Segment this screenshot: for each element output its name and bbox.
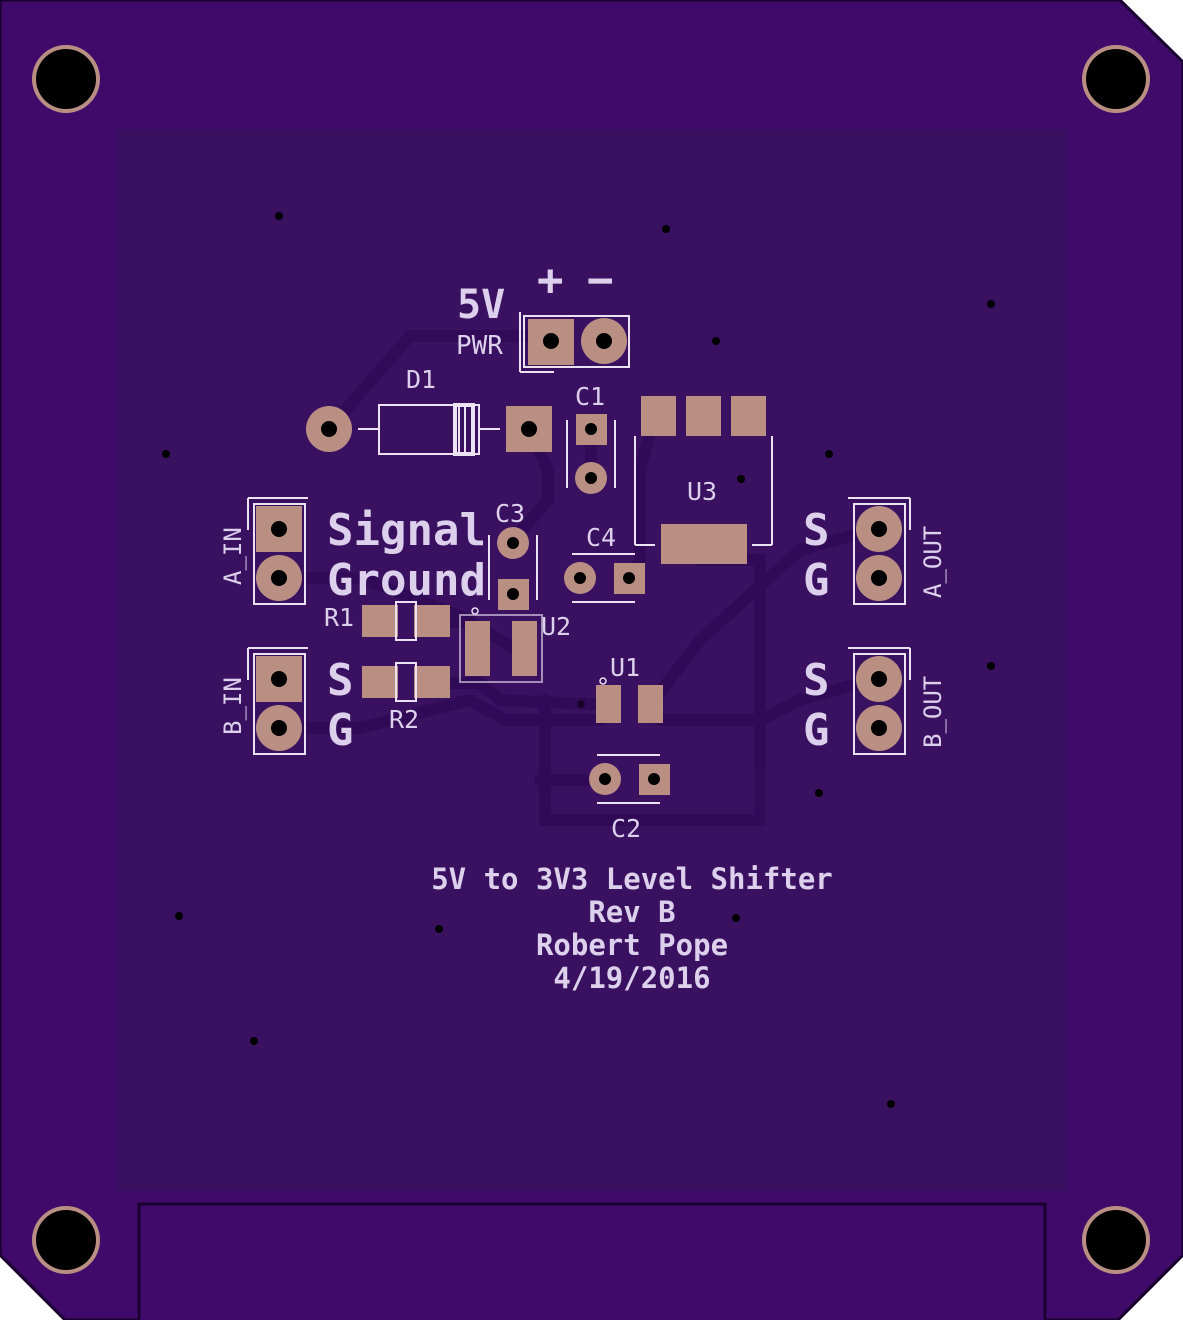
info-block: 5V to 3V3 Level Shifter Rev B Robert Pop… — [431, 862, 833, 995]
capacitor-c2 — [589, 754, 670, 804]
label-c1: C1 — [575, 382, 605, 411]
power-voltage-label: 5V — [457, 282, 505, 328]
info-author: Robert Pope — [536, 928, 728, 962]
label-c3: C3 — [495, 499, 525, 528]
capacitor-c4 — [564, 553, 645, 603]
power-header-outline — [523, 315, 630, 368]
legend-ground: Ground — [327, 555, 486, 606]
label-r2: R2 — [389, 705, 419, 734]
legend-g-right-a: G — [803, 555, 830, 606]
label-c2: C2 — [611, 814, 641, 843]
resistor-r1 — [362, 601, 450, 641]
capacitor-c3 — [488, 527, 538, 610]
stitching-vias — [162, 212, 995, 1108]
transistor-u2 — [459, 607, 543, 683]
info-title: 5V to 3V3 Level Shifter — [431, 862, 833, 896]
label-d1: D1 — [406, 365, 436, 394]
power-minus-label: − — [587, 255, 614, 306]
connector-b-in[interactable] — [247, 647, 308, 755]
legend-s-right-a: S — [803, 505, 830, 556]
power-label: PWR — [456, 331, 503, 361]
label-c4: C4 — [586, 523, 616, 552]
label-u2: U2 — [541, 612, 571, 641]
label-r1: R1 — [324, 603, 354, 632]
label-a-in: A_IN — [219, 527, 247, 585]
legend-g-right-b: G — [803, 705, 830, 756]
connector-b-out[interactable] — [848, 647, 911, 755]
transistor-u1 — [596, 677, 663, 723]
legend-s-left: S — [327, 655, 354, 706]
label-a-out: A_OUT — [919, 526, 947, 598]
resistor-r2 — [362, 662, 450, 702]
bottom-cutout — [137, 1202, 1047, 1320]
info-rev: Rev B — [588, 895, 675, 929]
diode-d1 — [306, 403, 552, 456]
info-date: 4/19/2016 — [553, 961, 710, 995]
legend-signal: Signal — [327, 505, 486, 556]
legend-s-right-b: S — [803, 655, 830, 706]
label-u1: U1 — [610, 653, 640, 682]
power-plus-label: + — [537, 255, 564, 306]
connector-a-in[interactable] — [247, 497, 308, 605]
legend-g-left: G — [327, 705, 354, 756]
capacitor-c1 — [566, 414, 616, 494]
regulator-u3 — [634, 396, 773, 564]
mounting-holes — [32, 45, 1150, 1274]
label-b-out: B_OUT — [919, 676, 947, 748]
power-header[interactable] — [519, 312, 630, 373]
connector-a-out[interactable] — [848, 497, 911, 605]
label-u3: U3 — [687, 477, 717, 506]
label-b-in: B_IN — [219, 677, 247, 735]
